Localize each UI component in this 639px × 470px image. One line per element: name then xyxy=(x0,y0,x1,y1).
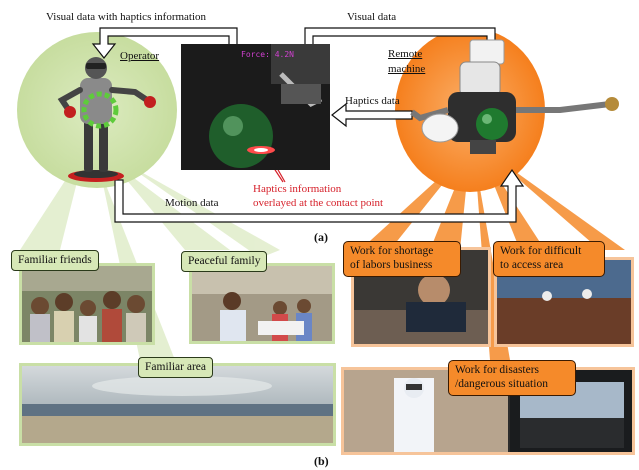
remote-robot xyxy=(410,39,619,154)
label-motion-data: Motion data xyxy=(165,197,219,209)
label-visual-data: Visual data xyxy=(347,11,397,23)
box-work-difficult: Work for difficult to access area xyxy=(493,241,605,277)
photo-familiar-area xyxy=(22,366,333,443)
box-work-difficult-line1: Work for difficult xyxy=(500,245,582,257)
box-work-shortage-line1: Work for shortage xyxy=(350,245,434,257)
box-work-disasters: Work for disasters /dangerous situation xyxy=(448,360,576,396)
operator-figure xyxy=(57,57,156,182)
box-work-disasters-line1: Work for disasters xyxy=(455,364,540,376)
label-remote-2: machine xyxy=(388,63,426,75)
photo-peaceful-family xyxy=(192,266,332,341)
panel-label-a: (a) xyxy=(314,230,328,244)
label-visual-haptics: Visual data with haptics information xyxy=(46,11,207,23)
photo-familiar-friends xyxy=(22,266,152,342)
arrow-visual-haptics xyxy=(91,27,238,59)
box-work-shortage: Work for shortage of labors business xyxy=(343,241,461,277)
box-familiar-friends-text: Familiar friends xyxy=(18,254,92,266)
box-work-difficult-line2: to access area xyxy=(500,258,564,271)
label-haptics-data: Haptics data xyxy=(345,95,400,107)
label-haptics-info-2: overlayed at the contact point xyxy=(253,197,384,209)
box-peaceful-family-text: Peaceful family xyxy=(188,255,261,267)
label-operator: Operator xyxy=(120,50,160,62)
camera-overlay-text: Force: 4.2N xyxy=(241,50,294,59)
label-remote-1: Remote xyxy=(388,48,423,60)
box-familiar-friends: Familiar friends xyxy=(11,250,99,272)
arrow-motion-data xyxy=(114,168,525,223)
box-peaceful-family: Peaceful family xyxy=(181,251,268,273)
box-familiar-area-text: Familiar area xyxy=(145,361,206,373)
camera-view-image: Force: 4.2N xyxy=(181,44,330,170)
box-work-shortage-line2: of labors business xyxy=(350,258,433,271)
panel-label-b: (b) xyxy=(314,454,329,468)
arrow-haptics-data xyxy=(331,102,413,128)
label-haptics-info-1: Haptics information xyxy=(253,183,342,195)
box-work-disasters-line2: /dangerous situation xyxy=(455,377,548,390)
box-familiar-area: Familiar area xyxy=(138,357,213,379)
